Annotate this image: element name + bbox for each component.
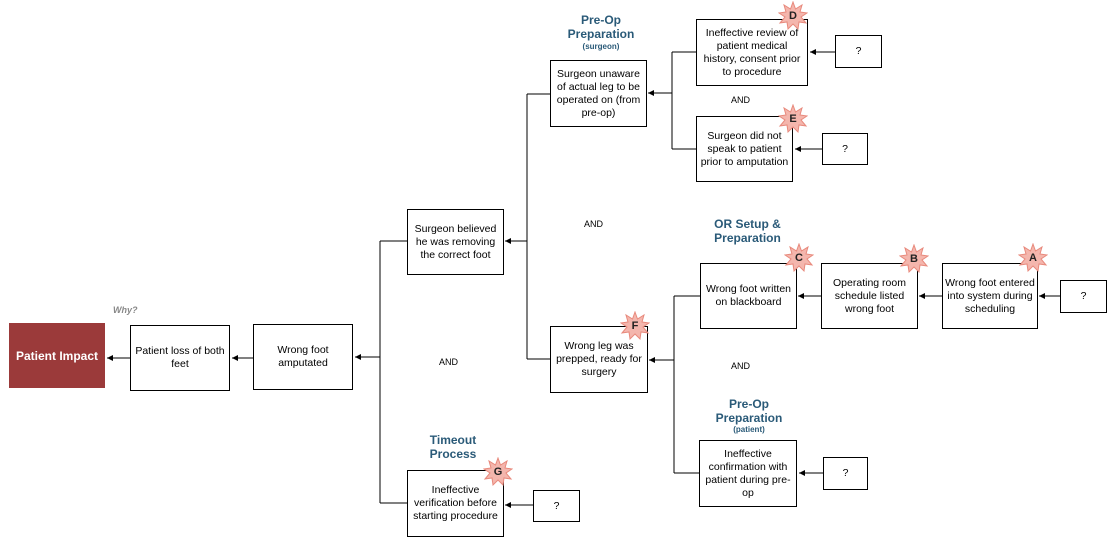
burst-icon: [483, 457, 513, 487]
marker-b-label: B: [910, 253, 918, 265]
node-surgeon-unaware: Surgeon unaware of actual leg to be oper…: [550, 60, 647, 127]
subheading-surgeon: (surgeon): [582, 42, 620, 51]
marker-f-label: F: [631, 320, 639, 332]
node-wrong-foot-blackboard: Wrong foot written on blackboard: [700, 263, 797, 329]
burst-icon: [778, 1, 808, 31]
patient-impact-box: Patient Impact: [9, 323, 105, 388]
marker-d: D: [778, 1, 808, 31]
marker-b: B: [899, 244, 929, 274]
subheading-patient: (patient): [733, 425, 765, 434]
marker-d-label: D: [789, 10, 797, 22]
why-label: Why?: [113, 305, 138, 315]
heading-timeout: Timeout Process: [429, 433, 477, 461]
question-box-verify: ?: [533, 490, 580, 522]
marker-g-label: G: [493, 466, 503, 478]
burst-icon: [778, 104, 808, 134]
node-or-schedule: Operating room schedule listed wrong foo…: [821, 263, 918, 329]
marker-a-label: A: [1029, 252, 1037, 264]
node-wrong-foot-entered: Wrong foot entered into system during sc…: [942, 263, 1038, 329]
and-label-top: AND: [731, 95, 751, 105]
marker-f: F: [620, 311, 650, 341]
heading-preop-patient: Pre-Op Preparation: [715, 397, 783, 425]
node-surgeon-believed: Surgeon believed he was removing the cor…: [407, 209, 504, 275]
burst-icon: [784, 243, 814, 273]
node-ineffective-verification: Ineffective verification before starting…: [407, 470, 504, 537]
and-label-lower: AND: [731, 361, 751, 371]
marker-g: G: [483, 457, 513, 487]
marker-a: A: [1018, 243, 1048, 273]
node-patient-loss: Patient loss of both feet: [130, 325, 230, 391]
question-box-review: ?: [835, 35, 882, 68]
heading-preop-surgeon: Pre-Op Preparation: [567, 13, 635, 41]
and-label-left: AND: [439, 357, 459, 367]
marker-e: E: [778, 104, 808, 134]
and-label-mid: AND: [584, 219, 604, 229]
question-box-entered: ?: [1060, 280, 1107, 313]
question-box-speak: ?: [822, 133, 868, 165]
node-ineffective-review: Ineffective review of patient medical hi…: [696, 19, 808, 86]
heading-or-setup: OR Setup & Preparation: [714, 217, 781, 245]
node-ineffective-confirmation: Ineffective confirmation with patient du…: [699, 440, 797, 507]
burst-icon: [1018, 243, 1048, 273]
question-box-confirm: ?: [823, 457, 868, 490]
node-wrong-foot-amputated: Wrong foot amputated: [253, 324, 353, 390]
burst-icon: [620, 311, 650, 341]
marker-e-label: E: [789, 113, 797, 125]
marker-c-label: C: [795, 252, 803, 264]
marker-c: C: [784, 243, 814, 273]
burst-icon: [899, 244, 929, 274]
node-surgeon-did-not-speak: Surgeon did not speak to patient prior t…: [696, 116, 793, 182]
